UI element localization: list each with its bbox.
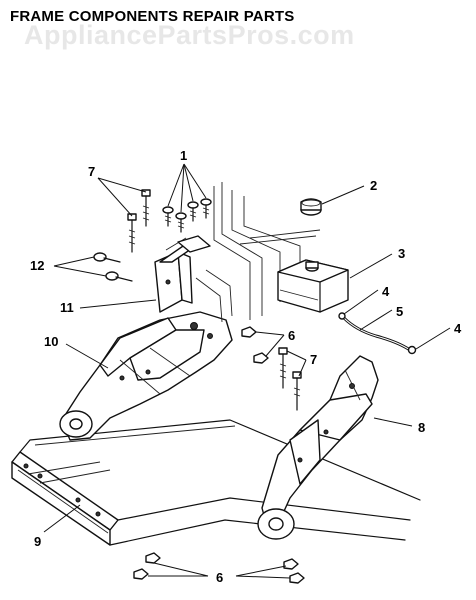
right-side-plate	[257, 355, 379, 540]
left-side-plate	[59, 311, 233, 441]
leader-lines	[43, 163, 451, 579]
base-frame	[11, 419, 421, 546]
callout-12: 12	[30, 258, 44, 273]
callout-10: 10	[44, 334, 58, 349]
callout-4-right: 4	[454, 321, 462, 336]
fuel-tank	[277, 259, 349, 313]
clip-bracket	[177, 235, 211, 253]
carriage-bolts	[93, 252, 133, 282]
callout-9: 9	[34, 534, 41, 549]
diagram-title: FRAME COMPONENTS REPAIR PARTS	[10, 8, 295, 25]
callout-8: 8	[418, 420, 425, 435]
callout-2: 2	[370, 178, 377, 193]
watermark: AppliancePartsPros.com	[24, 20, 355, 50]
fuel-cap	[300, 198, 322, 216]
callout-5: 5	[396, 304, 403, 319]
callout-1: 1	[180, 148, 187, 163]
callout-11: 11	[60, 300, 74, 315]
callout-3: 3	[398, 246, 405, 261]
callout-labels: 1 2 3 4 4 5 6 6 7 7 8 9 10 11 12	[30, 148, 462, 585]
fuel-line	[338, 312, 417, 355]
nuts	[133, 326, 305, 584]
screws	[162, 198, 212, 233]
callout-6-upper: 6	[288, 328, 295, 343]
callout-7-lower: 7	[310, 352, 317, 367]
callout-6-lower: 6	[216, 570, 223, 585]
bolts-lower	[278, 347, 302, 411]
bolts-upper	[127, 189, 151, 253]
callout-4-upper: 4	[382, 284, 390, 299]
callout-7-upper: 7	[88, 164, 95, 179]
